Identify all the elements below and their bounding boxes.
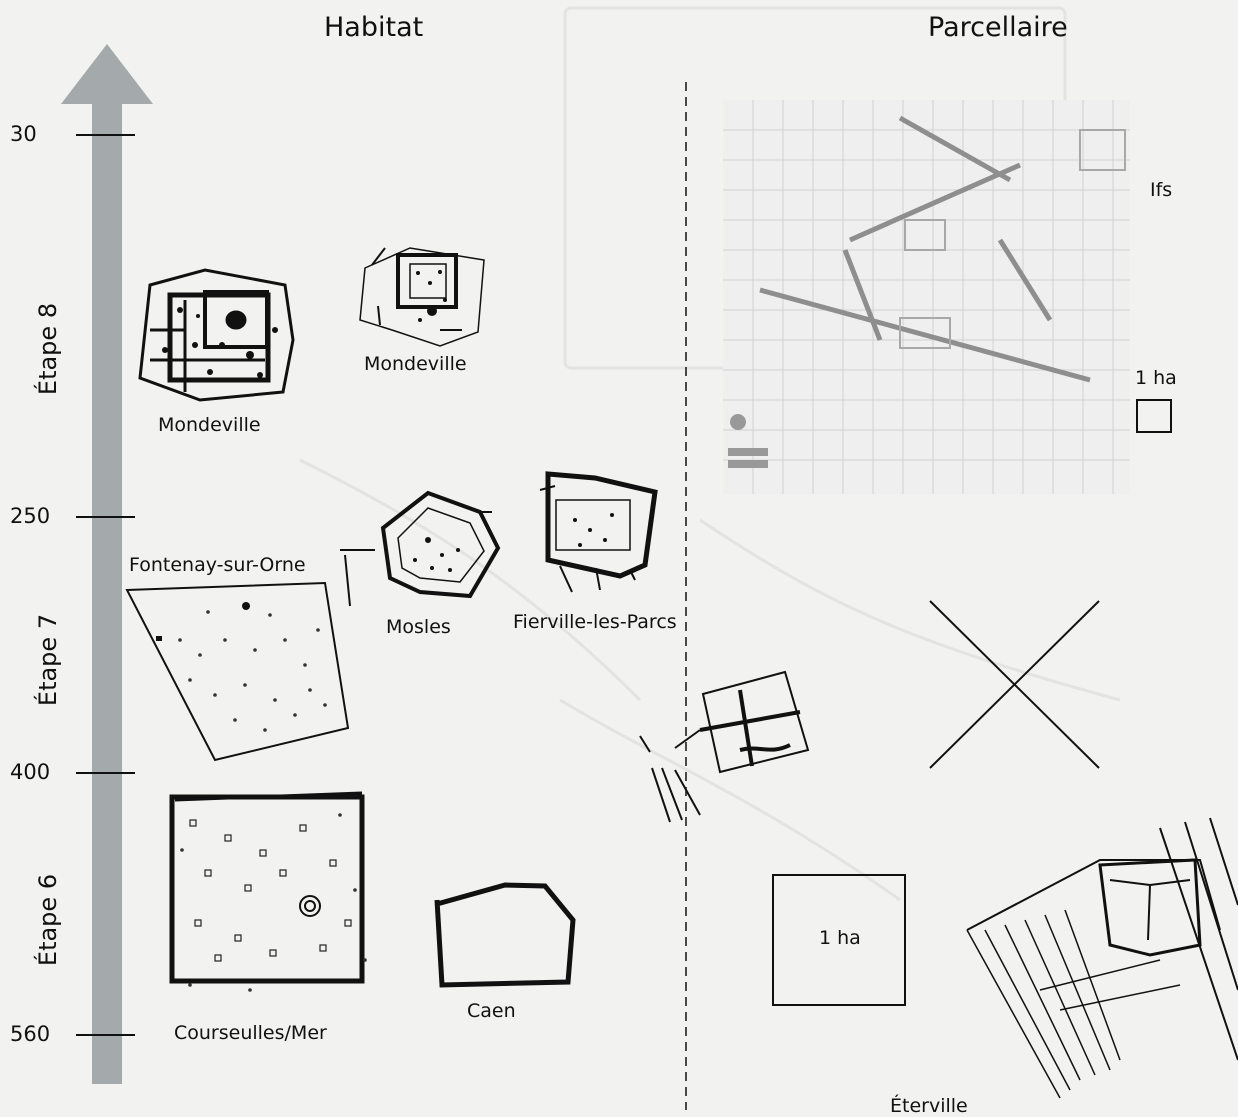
site-label-fierville: Fierville-les-Parcs bbox=[513, 613, 677, 632]
plan-courseulles bbox=[172, 793, 367, 992]
column-title-parcellaire: Parcellaire bbox=[928, 14, 1068, 41]
site-label-fontenay: Fontenay-sur-Orne bbox=[129, 556, 306, 575]
tick-label-30: 30 bbox=[10, 124, 37, 145]
column-title-habitat: Habitat bbox=[324, 14, 423, 41]
stage-label-7: Étape 7 bbox=[36, 610, 60, 710]
plan-mondeville-small bbox=[360, 248, 484, 346]
plan-mosles bbox=[340, 493, 498, 606]
plan-central-fragment bbox=[640, 672, 808, 822]
site-label-mondeville-small: Mondeville bbox=[364, 355, 467, 374]
plan-caen bbox=[437, 885, 573, 985]
scale-label-top: 1 ha bbox=[1135, 369, 1177, 388]
plan-fierville bbox=[540, 474, 655, 592]
site-label-eterville: Éterville bbox=[890, 1097, 968, 1116]
scale-square-top bbox=[1137, 400, 1171, 432]
scale-label-bottom: 1 ha bbox=[819, 929, 861, 948]
site-label-mosles: Mosles bbox=[386, 618, 451, 637]
no-data-cross bbox=[930, 601, 1099, 768]
stage-label-8: Étape 8 bbox=[36, 299, 60, 399]
stage-label-6: Étape 6 bbox=[36, 870, 60, 970]
plan-eterville bbox=[967, 818, 1238, 1098]
plan-ifs bbox=[723, 100, 1130, 494]
tick-label-560: 560 bbox=[10, 1024, 50, 1045]
site-label-caen: Caen bbox=[467, 1002, 516, 1021]
plan-mondeville-large bbox=[140, 270, 293, 400]
tick-label-400: 400 bbox=[10, 762, 50, 783]
tick-label-250: 250 bbox=[10, 506, 50, 527]
site-label-mondeville-large: Mondeville bbox=[158, 416, 261, 435]
plan-fontenay bbox=[127, 583, 348, 760]
site-label-courseulles: Courseulles/Mer bbox=[174, 1024, 327, 1043]
site-label-ifs: Ifs bbox=[1150, 181, 1172, 200]
